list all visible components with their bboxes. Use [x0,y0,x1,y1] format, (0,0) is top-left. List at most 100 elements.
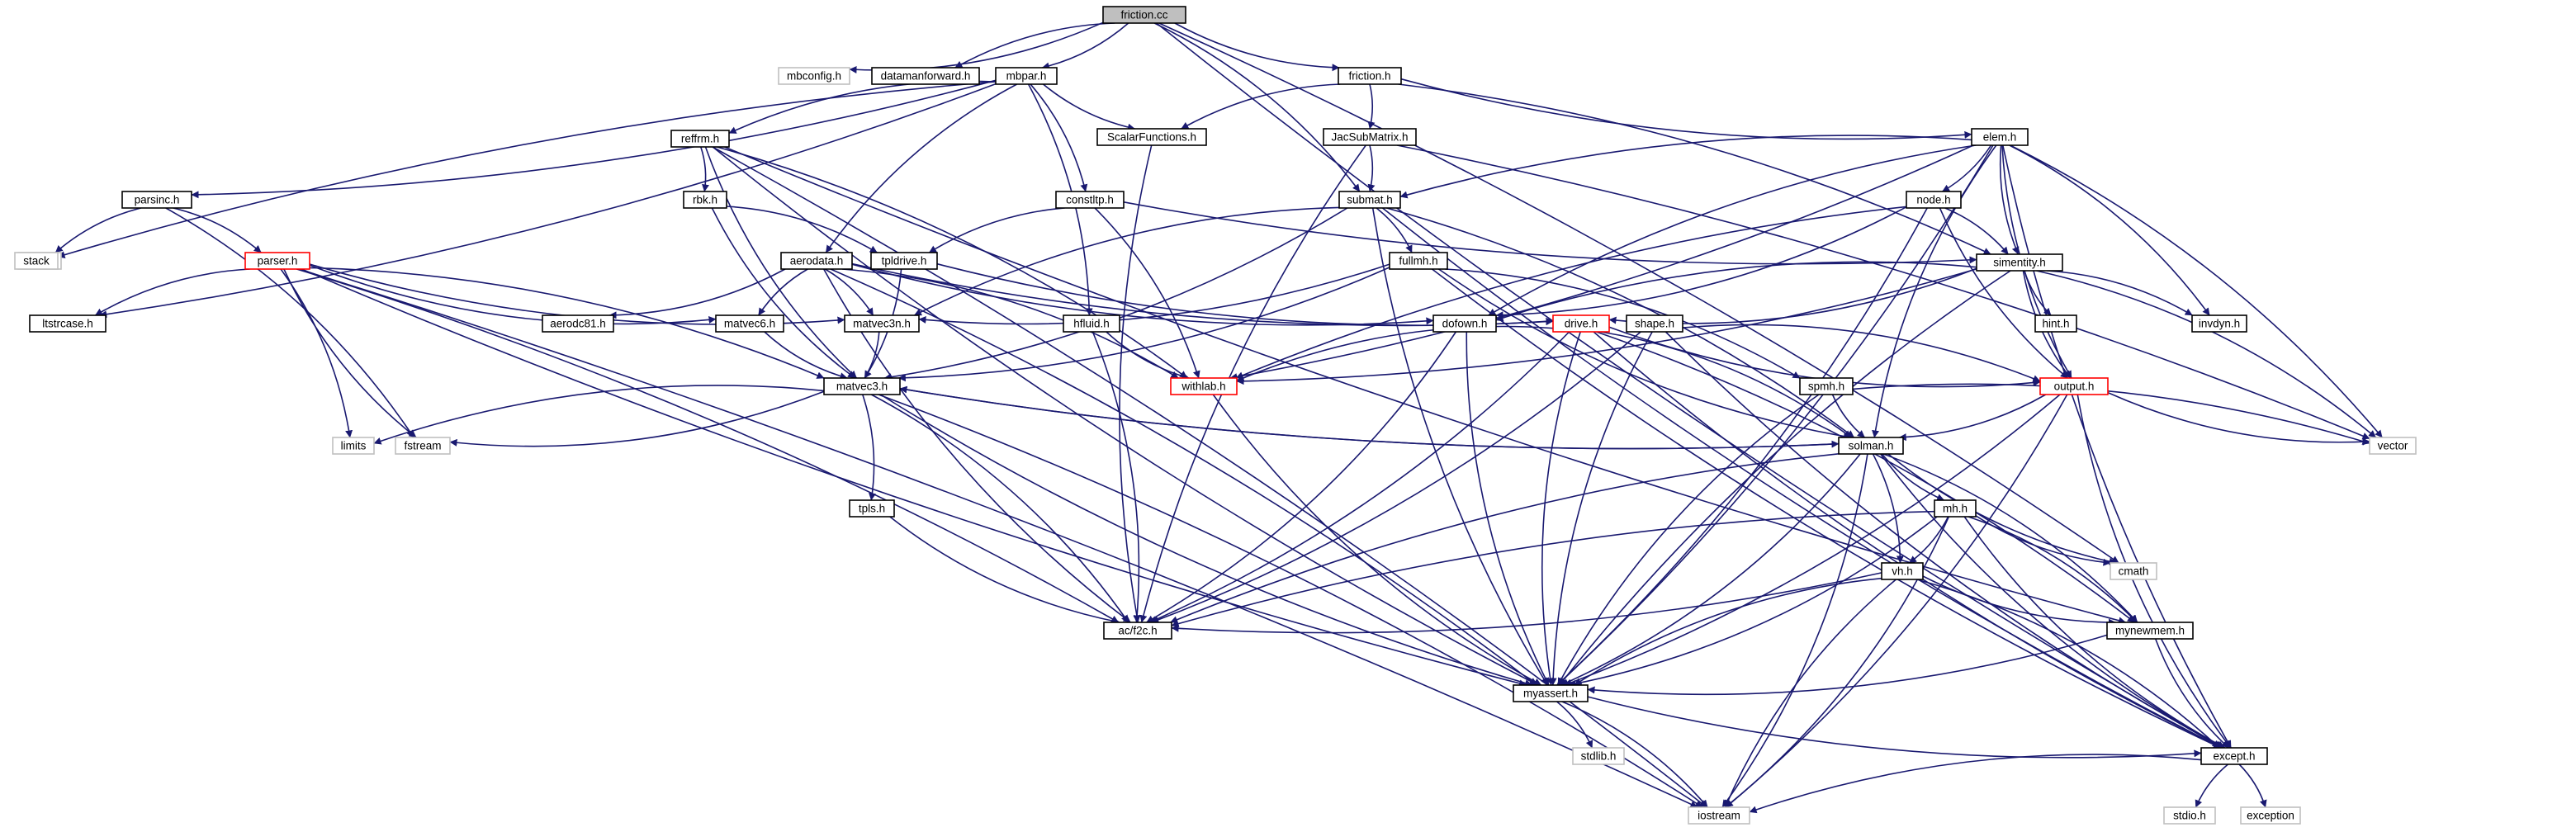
node-tpldrive_h[interactable]: tpldrive.h [870,252,938,270]
node-jacsub_h[interactable]: JacSubMatrix.h [1323,128,1417,146]
node-constltp_h[interactable]: constltp.h [1055,191,1125,209]
node-dataman_h[interactable]: datamanforward.h [871,67,980,85]
edge-line [1968,516,2138,623]
node-acf2c_h[interactable]: ac/f2c.h [1103,622,1172,640]
edge-elem_h-to-simentity_h [1999,144,2020,255]
node-aerodc81_h[interactable]: aerodc81.h [542,314,614,333]
edge-vh_h-to-acf2c_h [1171,572,1882,634]
edge-line [712,146,1539,686]
edge-withlab_h-to-myassert_h [1212,394,1542,686]
edge-mh_h-to-myassert_h [1568,516,1938,688]
edge-drive_h-to-except_h [1593,331,2223,749]
node-box [1971,128,2029,146]
node-aerodata_h[interactable]: aerodata.h [780,252,853,270]
node-matvec3_h[interactable]: matvec3.h [823,377,901,395]
node-output_h[interactable]: output.h [2039,377,2109,395]
edge-line [1556,207,1928,686]
edge-line [1682,324,2041,382]
node-vh_h[interactable]: vh.h [1881,562,1924,580]
node-cmath: cmath [2110,562,2157,580]
edge-submat_h-to-myassert_h [1371,207,1548,686]
node-node_h[interactable]: node.h [1906,191,1962,209]
edge-line [928,207,1065,253]
edge-line [1091,331,1141,623]
edge-drive_h-to-myassert_h [1541,331,1581,686]
node-scalarfun_h[interactable]: ScalarFunctions.h [1096,128,1207,146]
node-matvec6_h[interactable]: matvec6.h [715,314,784,333]
node-exception: exception [2240,806,2301,825]
node-vector: vector [2369,437,2417,455]
edge-line [298,268,1698,808]
edge-line [1396,144,2370,440]
edge-except_h-to-iostream [1749,754,2202,814]
node-label: stdlib.h [1581,750,1617,763]
node-myassert_h[interactable]: myassert.h [1513,684,1589,702]
node-label: aerodata.h [790,255,844,267]
edge-line [1171,572,1882,634]
node-withlab_h[interactable]: withlab.h [1170,377,1238,395]
node-rbk_h[interactable]: rbk.h [683,191,727,209]
node-label: friction.h [1348,70,1390,83]
edge-line [1600,331,1852,438]
node-hint_h[interactable]: hint.h [2034,314,2077,333]
node-solman_h[interactable]: solman.h [1838,437,1904,455]
node-box [849,499,895,518]
edge-line [897,267,1390,382]
node-simentity_h[interactable]: simentity.h [1976,253,2063,272]
edge-line [899,385,1840,450]
node-reffrm_h[interactable]: reffrm.h [670,130,730,148]
node-dofown_h[interactable]: dofown.h [1432,314,1497,333]
node-box [121,191,192,209]
node-box [778,67,850,85]
edge-line [758,268,808,316]
node-box [871,67,980,85]
node-hfluid_h[interactable]: hfluid.h [1063,314,1120,333]
node-friction_h[interactable]: friction.h [1338,67,1402,85]
node-box [1572,747,1625,765]
edge-line [283,268,417,438]
node-label: datamanforward.h [881,70,971,83]
edge-line [1148,331,1570,623]
node-box [683,191,727,209]
edge-output_h-to-except_h [2076,394,2232,749]
edge-line [1445,268,1801,379]
edge-mh_h-to-mynewmem_h [1968,516,2138,623]
node-except_h[interactable]: except.h [2200,747,2268,765]
edge-line [1170,453,1840,623]
node-label: ltstrcase.h [42,318,93,330]
node-mbpar_h[interactable]: mbpar.h [995,67,1058,85]
edge-submat_h-to-solman_h [1386,207,1855,438]
node-drive_h[interactable]: drive.h [1552,314,1610,333]
edge-line [1881,453,1945,501]
node-spmh_h[interactable]: spmh.h [1799,377,1854,395]
edge-shape_h-to-output_h [1682,324,2041,382]
edge-line [1438,268,1851,440]
node-shape_h[interactable]: shape.h [1626,314,1683,333]
node-elem_h[interactable]: elem.h [1971,128,2029,146]
edge-line [1942,144,1992,192]
edge-myassert_h-to-iostream [1561,701,1708,808]
node-invdyn_h[interactable]: invdyn.h [2191,314,2247,333]
edge-except_h-to-stdio_h [2195,763,2229,808]
edge-mbpar_h-to-constltp_h [1030,83,1088,192]
node-ltstrcase_h[interactable]: ltstrcase.h [29,314,107,333]
edge-friction_cc-to-cmath [1158,22,2119,564]
edge-simentity_h-to-vector [2036,270,2377,438]
node-submat_h[interactable]: submat.h [1338,191,1401,209]
node-box [1102,6,1186,24]
node-tpls_h[interactable]: tpls.h [849,499,895,518]
node-parser_h[interactable]: parser.h [244,252,310,270]
node-box [1063,314,1120,333]
node-friction_cc[interactable]: friction.cc [1102,6,1186,24]
node-label: ac/f2c.h [1118,625,1157,637]
node-fullmh_h[interactable]: fullmh.h [1389,252,1448,270]
node-mh_h[interactable]: mh.h [1934,499,1977,518]
edge-line [954,22,1115,69]
edge-line [1151,331,1641,624]
edge-line [296,268,1120,623]
node-label: node.h [1916,194,1950,206]
node-parsinc_h[interactable]: parsinc.h [121,191,192,209]
node-matvec3n_h[interactable]: matvec3n.h [844,314,920,333]
node-mynewmem_h[interactable]: mynewmem.h [2106,622,2194,640]
edge-spmh_h-to-myassert_h [1557,394,1820,686]
